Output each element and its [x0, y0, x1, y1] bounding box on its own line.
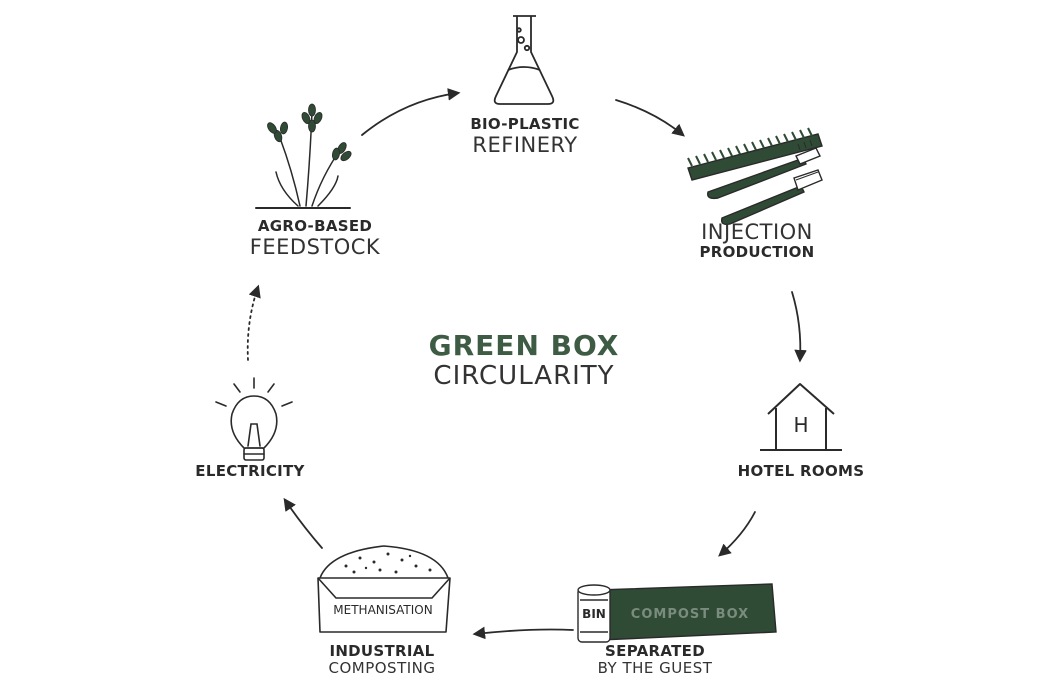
arrow-injection-to-hotel — [791, 291, 807, 363]
arrow-feedstock-to-refinery — [361, 88, 461, 136]
arrow-refinery-to-injection — [615, 99, 685, 137]
arrow-hotel-to-separated — [718, 511, 756, 557]
arrow-separated-to-composting — [472, 626, 574, 640]
house-icon — [760, 383, 842, 451]
stage-electricity-line1: ELECTRICITY — [195, 462, 305, 480]
stage-electricity: ELECTRICITY — [185, 462, 315, 480]
stage-feedstock: AGRO-BASED FEEDSTOCK — [240, 217, 390, 260]
stage-hotel: HOTEL ROOMS — [726, 462, 876, 480]
methanisation-label: METHANISATION — [333, 603, 432, 617]
stage-injection-line1: INJECTION — [701, 220, 813, 244]
comb-toothbrush-razor-icon — [687, 127, 823, 226]
wheat-icon — [255, 103, 352, 209]
stage-injection-line2: PRODUCTION — [699, 243, 815, 262]
stage-refinery-line1: BIO-PLASTIC — [470, 115, 580, 133]
bin-label: BIN — [582, 607, 606, 621]
center-title: GREEN BOX — [428, 329, 620, 362]
stage-composting: INDUSTRIAL COMPOSTING — [312, 642, 452, 678]
center-title-block: GREEN BOX CIRCULARITY — [424, 329, 624, 392]
stage-feedstock-line2: FEEDSTOCK — [249, 235, 381, 260]
center-subtitle: CIRCULARITY — [433, 361, 615, 392]
stage-refinery-line2: REFINERY — [472, 133, 578, 158]
stage-separated-line1: SEPARATED — [605, 642, 705, 660]
arrow-electricity-to-feedstock — [246, 284, 261, 361]
arrow-composting-to-electricity — [283, 497, 323, 549]
flask-icon — [493, 15, 555, 105]
stage-separated: SEPARATED BY THE GUEST — [580, 642, 730, 678]
lightbulb-icon — [215, 377, 293, 461]
stage-hotel-line1: HOTEL ROOMS — [737, 462, 865, 480]
compost-box-label: COMPOST BOX — [631, 607, 749, 622]
stage-composting-line1: INDUSTRIAL — [329, 642, 435, 660]
stage-separated-line2: BY THE GUEST — [597, 659, 713, 678]
compost-bin-icon — [577, 583, 777, 643]
methanisation-heap-icon — [317, 545, 451, 633]
stage-injection: INJECTION PRODUCTION — [682, 220, 832, 261]
hotel-sign-letter: H — [793, 413, 808, 437]
stage-feedstock-line1: AGRO-BASED — [257, 217, 373, 235]
stage-composting-line2: COMPOSTING — [328, 659, 436, 678]
stage-refinery: BIO-PLASTIC REFINERY — [455, 115, 595, 158]
